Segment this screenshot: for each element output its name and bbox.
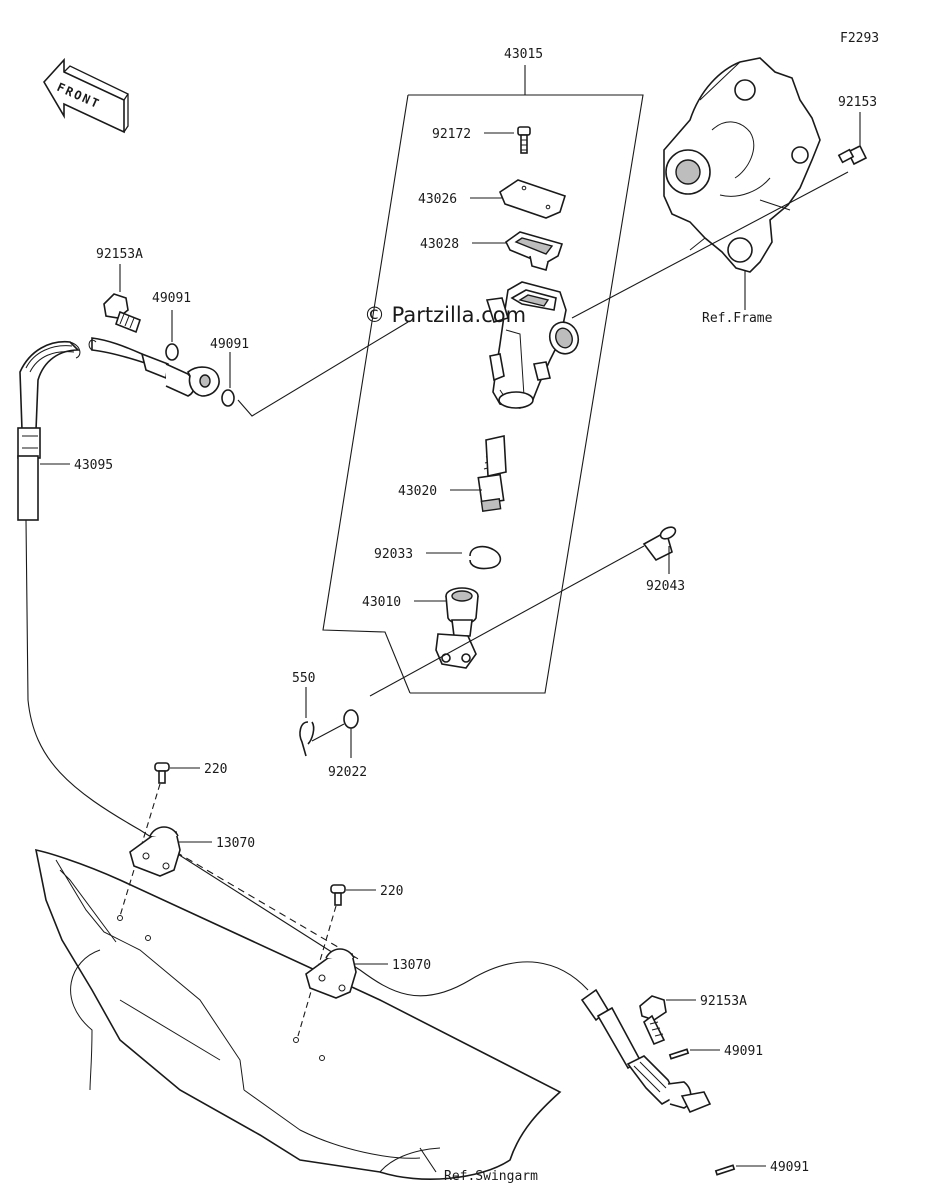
- callout-92172: 92172: [432, 127, 471, 142]
- watermark-text: © Partzilla.com: [364, 303, 526, 327]
- piston-spring-43020: [477, 435, 507, 512]
- ref-swingarm-label: Ref.Swingarm: [444, 1169, 538, 1184]
- circlip-92033: [469, 545, 502, 570]
- figure-code: F2293: [840, 31, 879, 46]
- hose-lower-fitting: [580, 988, 712, 1114]
- clamp-13070-a: [129, 826, 181, 877]
- callout-43026: 43026: [418, 192, 457, 207]
- reservoir-cap-43026: [499, 179, 566, 219]
- callout-92153A-bottom: 92153A: [700, 994, 747, 1009]
- washer-49091-b: [221, 389, 235, 407]
- callout-92153A-top: 92153A: [96, 247, 143, 262]
- diaphragm-43028: [504, 231, 564, 271]
- push-rod-43010: [435, 587, 479, 669]
- washer-49091-a: [165, 343, 179, 361]
- bolt-220-a: [154, 762, 170, 784]
- banjo-bolt-92153A-bottom: [639, 995, 667, 1046]
- assembly-bracket-43015: [322, 65, 644, 694]
- front-arrow-icon: FRONT: [43, 57, 129, 134]
- callout-43020: 43020: [398, 484, 437, 499]
- frame-bracket-part: [663, 57, 821, 273]
- callout-92153-top: 92153: [838, 95, 877, 110]
- callout-49091-b: 49091: [210, 337, 249, 352]
- pin-92043: [642, 526, 677, 562]
- callout-43010: 43010: [362, 595, 401, 610]
- cotter-pin-550: [299, 721, 315, 757]
- bolt-220-b: [330, 884, 346, 906]
- washer-49091-d: [714, 1164, 736, 1176]
- clamp-13070-b: [305, 948, 357, 999]
- callout-43095: 43095: [74, 458, 113, 473]
- callout-13070-a: 13070: [216, 836, 255, 851]
- banjo-bolt-92153A-top: [103, 293, 141, 334]
- callout-49091-a: 49091: [152, 291, 191, 306]
- brake-hose-43095: [17, 340, 81, 521]
- callout-92033: 92033: [374, 547, 413, 562]
- callout-43015: 43015: [504, 47, 543, 62]
- ref-frame-label: Ref.Frame: [702, 311, 773, 326]
- screw-92172: [517, 126, 531, 154]
- callout-220-a: 220: [204, 762, 227, 777]
- hose-upper-fitting: [88, 337, 220, 397]
- callout-49091-d: 49091: [770, 1160, 809, 1175]
- bolt-92153-top: [837, 144, 868, 166]
- washer-92022: [343, 709, 359, 729]
- callout-13070-b: 13070: [392, 958, 431, 973]
- callout-550: 550: [292, 671, 315, 686]
- master-cylinder-body: [485, 281, 580, 409]
- callout-92022: 92022: [328, 765, 367, 780]
- callout-92043: 92043: [646, 579, 685, 594]
- callout-220-b: 220: [380, 884, 403, 899]
- callout-43028: 43028: [420, 237, 459, 252]
- swingarm-part: [34, 848, 562, 1180]
- washer-49091-c: [668, 1048, 690, 1060]
- callout-49091-c: 49091: [724, 1044, 763, 1059]
